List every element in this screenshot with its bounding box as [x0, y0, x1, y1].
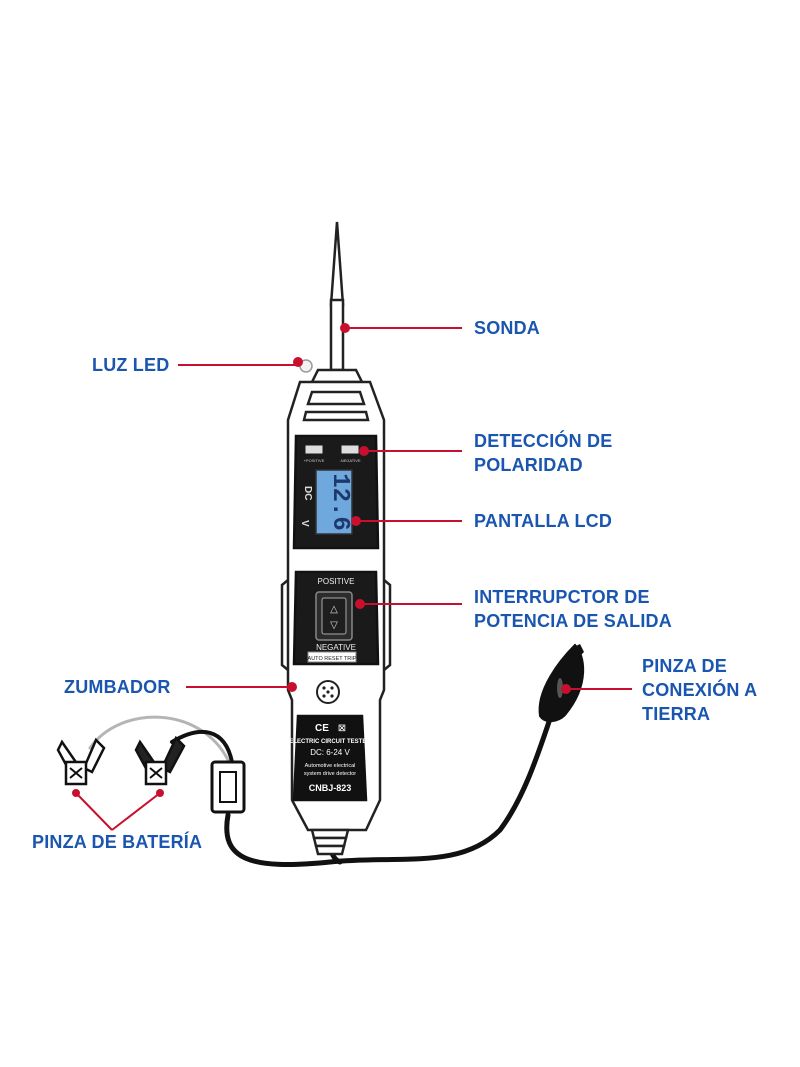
- panel-model: CNBJ-823: [309, 783, 352, 793]
- ground-clip-highlight: [557, 678, 563, 698]
- dot-sonda: [340, 323, 350, 333]
- right-grip: [383, 579, 392, 671]
- panel-desc-1: Automotive electrical: [305, 763, 356, 769]
- switch-positive-label: POSITIVE: [318, 577, 355, 586]
- panel-range: DC: 6-24 V: [310, 748, 350, 757]
- device-cap: [309, 368, 365, 384]
- weee-icon: ⊠: [338, 723, 346, 734]
- dot-bateria-left: [72, 789, 80, 797]
- panel-title: ELECTRIC CIRCUIT TESTER: [289, 739, 371, 745]
- dot-interruptor: [355, 599, 365, 609]
- ce-mark: CE: [315, 723, 329, 734]
- dot-pantalla: [351, 516, 361, 526]
- battery-clip-wire-black: [170, 729, 234, 764]
- dot-bateria-right: [156, 789, 164, 797]
- label-interruptor-line1: INTERRUPCTOR DE: [474, 587, 650, 607]
- switch-up-arrow: △: [330, 604, 338, 615]
- label-pantalla-lcd: PANTALLA LCD: [474, 511, 613, 531]
- label-zumbador: ZUMBADOR: [64, 677, 171, 697]
- battery-clip-wire-grey: [88, 715, 230, 762]
- head-vent-2: [302, 410, 370, 422]
- label-deteccion-line2: POLARIDAD: [474, 455, 583, 475]
- switch-down-arrow: ▽: [330, 620, 338, 631]
- device-texts: +POSITIVE -NEGATIVE DC V 12.6 POSITIVE △…: [289, 458, 371, 793]
- label-deteccion-line1: DETECCIÓN DE: [474, 431, 613, 451]
- lcd-unit: DC: [302, 486, 313, 500]
- lcd-v: V: [299, 520, 310, 527]
- main-cable: [224, 687, 563, 867]
- battery-clip-left: [56, 737, 106, 786]
- label-pinza-bateria: PINZA DE BATERÍA: [32, 832, 203, 852]
- led-positive-indicator: [305, 445, 323, 454]
- probe-tip: [329, 221, 345, 307]
- rocker-switch-inner: [321, 597, 347, 635]
- leader-bateria-left: [75, 792, 113, 831]
- reset-label: AUTO RESET TRIP: [308, 656, 357, 662]
- probe-shaft: [329, 298, 345, 372]
- strain-relief: [310, 828, 350, 856]
- left-grip: [280, 579, 289, 671]
- switch-negative-label: NEGATIVE: [316, 643, 356, 652]
- label-pinza-tierra-line3: TIERRA: [642, 704, 711, 724]
- battery-clip-right-detail-2: [149, 767, 163, 779]
- lcd-reading: 12.6: [326, 473, 353, 531]
- led-positive-label: +POSITIVE: [304, 458, 325, 463]
- battery-clip-left-detail-2: [69, 767, 83, 779]
- cable-plug-inner: [219, 771, 237, 803]
- cable-plug: [210, 760, 246, 814]
- dot-zumbador: [287, 682, 297, 692]
- leader-bateria-right: [111, 792, 161, 831]
- label-pinza-tierra-line1: PINZA DE: [642, 656, 727, 676]
- info-panel: [292, 714, 368, 802]
- label-pinza-tierra-line2: CONEXIÓN A: [642, 680, 758, 700]
- tester-device: [280, 221, 392, 856]
- label-sonda: SONDA: [474, 318, 541, 338]
- ground-clip: [538, 643, 585, 723]
- label-luz-led: LUZ LED: [92, 355, 170, 375]
- led-negative-label: -NEGATIVE: [339, 458, 361, 463]
- lcd-screen: [315, 469, 353, 535]
- label-interruptor-line2: POTENCIA DE SALIDA: [474, 611, 672, 631]
- reset-button: [307, 651, 357, 663]
- dot-pinza-tierra: [561, 684, 571, 694]
- head-vent-1: [306, 390, 366, 406]
- dot-luz-led: [293, 357, 303, 367]
- led-negative-indicator: [341, 445, 359, 454]
- battery-clip-right: [134, 735, 186, 786]
- battery-clip-right-jaw-2: [160, 735, 186, 774]
- panel-desc-2: system drive detector: [304, 771, 356, 777]
- ground-clip-tip: [572, 644, 584, 660]
- buzzer-holes: [322, 686, 334, 698]
- dot-deteccion: [359, 446, 369, 456]
- leader-lines: [72, 323, 632, 831]
- battery-clip-left-jaw-2: [82, 737, 106, 774]
